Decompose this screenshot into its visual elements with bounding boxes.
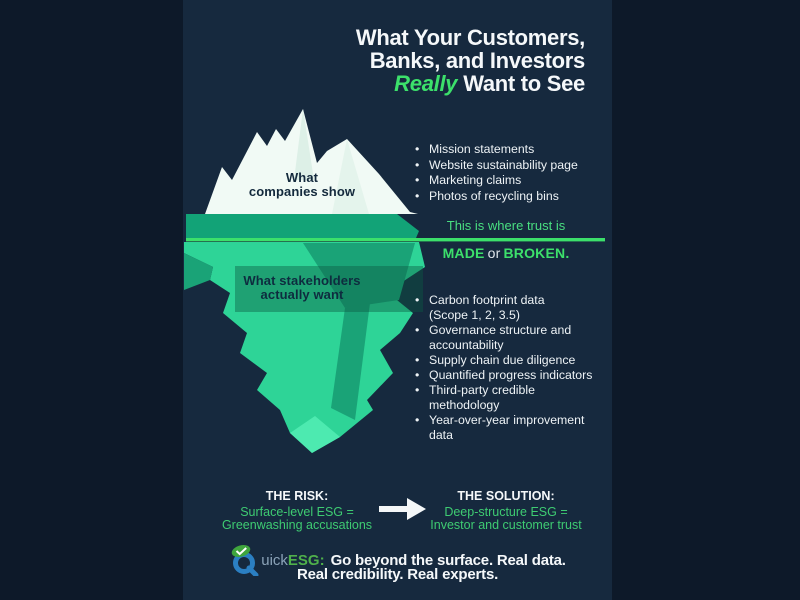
risk-block: THE RISK: Surface-level ESG = Greenwashi…	[207, 489, 387, 533]
brand-colon: :	[319, 551, 325, 569]
companies-show-label-line2: companies show	[248, 184, 356, 199]
trust-or-word: or	[487, 245, 501, 261]
list-item: Quantified progress indicators	[415, 368, 605, 383]
tagline-line-2: Real credibility. Real experts.	[296, 566, 499, 583]
solution-line-2: Investor and customer trust	[430, 518, 582, 532]
solution-heading: THE SOLUTION:	[457, 489, 555, 503]
title-line-3-rest: Want to See	[463, 71, 585, 96]
quickesg-logo-icon	[231, 545, 259, 576]
brand-esg-text: ESG	[287, 551, 320, 569]
iceberg-below-facet	[303, 243, 415, 308]
list-item: Carbon footprint data(Scope 1, 2, 3.5)	[415, 293, 605, 323]
iceberg-below-highlight	[290, 416, 340, 453]
stakeholders-label-band	[235, 266, 423, 312]
risk-line-2: Greenwashing accusations	[221, 518, 373, 532]
companies-show-label-line1: What	[285, 170, 319, 185]
trust-intro-text: This is where trust is	[446, 218, 566, 233]
trust-broken-word: BROKEN.	[503, 245, 570, 261]
waterline	[186, 238, 605, 242]
title-line-2: Banks, and Investors	[369, 48, 586, 73]
iceberg-above-facet	[332, 139, 369, 214]
risk-line-1: Surface-level ESG =	[240, 504, 354, 519]
list-item: Photos of recycling bins	[415, 189, 605, 205]
stakeholders-want-label-line2: actually want	[260, 287, 344, 302]
arrow-right-icon	[379, 498, 426, 520]
trust-made-word: MADE	[442, 245, 485, 261]
list-item: Mission statements	[415, 142, 605, 158]
tagline-line-1: Go beyond the surface. Real data.	[330, 551, 566, 569]
stakeholders-want-label-line1: What stakeholders	[243, 273, 361, 288]
list-item: Website sustainability page	[415, 158, 605, 174]
infographic-panel: What Your Customers, Banks, and Investor…	[183, 0, 612, 600]
deep-items-list: Carbon footprint data(Scope 1, 2, 3.5)Go…	[415, 293, 605, 443]
solution-block: THE SOLUTION: Deep-structure ESG = Inves…	[416, 489, 596, 533]
iceberg-above-water	[205, 109, 418, 214]
companies-show-label: What companies show	[242, 171, 362, 199]
iceberg-below-facet	[184, 253, 213, 290]
risk-heading: THE RISK:	[265, 489, 329, 503]
check-icon	[236, 547, 248, 556]
list-item: Marketing claims	[415, 173, 605, 189]
iceberg-above-facet	[294, 109, 314, 180]
title-line-1: What Your Customers,	[355, 25, 585, 50]
title-accent-word: Really	[394, 71, 458, 96]
solution-line-1: Deep-structure ESG =	[444, 504, 568, 519]
stakeholders-want-label: What stakeholders actually want	[212, 274, 392, 302]
page-title: What Your Customers, Banks, and Investor…	[356, 26, 585, 95]
iceberg-below-facet	[331, 303, 370, 420]
surface-items-list: Mission statementsWebsite sustainability…	[415, 142, 605, 204]
waterline-band	[186, 214, 419, 238]
brand-uick-text: uick	[261, 551, 288, 569]
list-item: Supply chain due diligence	[415, 353, 605, 368]
iceberg-illustration	[184, 109, 605, 520]
